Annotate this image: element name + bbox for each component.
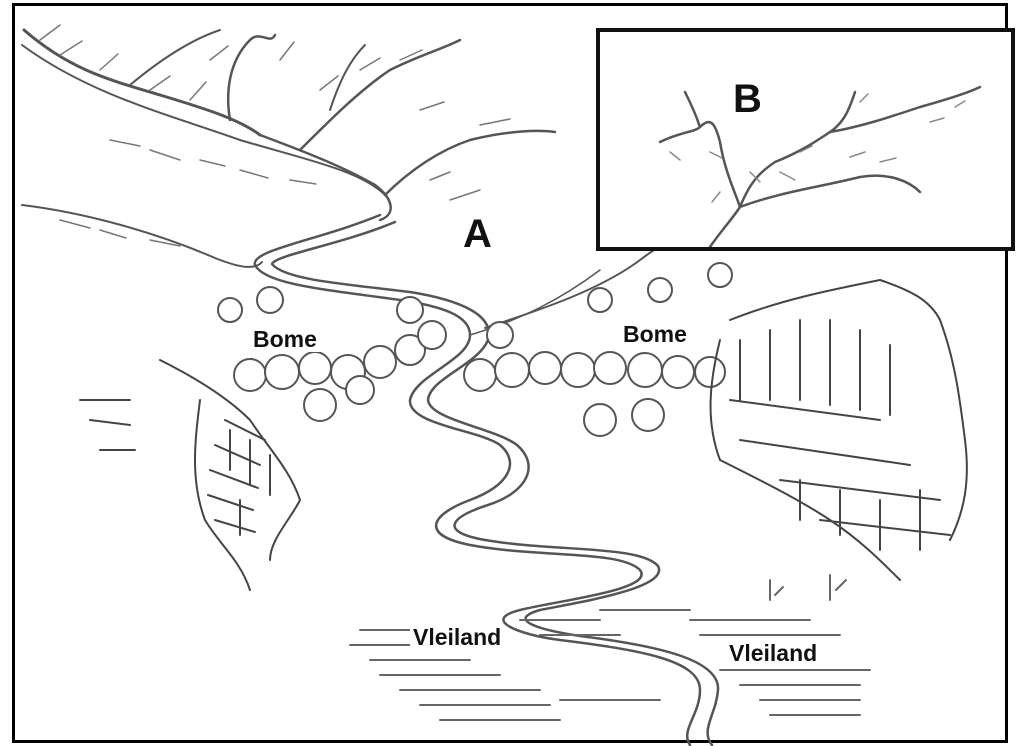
- tributary: [260, 135, 391, 220]
- upper-slope-line: [22, 205, 262, 267]
- inset-box: [596, 28, 1015, 251]
- label-trees-right: Bome: [620, 321, 690, 347]
- label-trees-left: Bome: [250, 326, 320, 352]
- cliff-right: [711, 280, 967, 580]
- tributary: [228, 35, 275, 120]
- upper-slope-line: [470, 270, 600, 335]
- cliff-left: [80, 360, 300, 590]
- tributary: [130, 30, 220, 85]
- label-marsh-right: Vleiland: [726, 640, 820, 666]
- label-b: B: [733, 77, 763, 122]
- tree-cluster-left: [218, 287, 446, 421]
- river-bank: [272, 222, 718, 745]
- label-a: A: [463, 212, 493, 257]
- tributary: [24, 30, 260, 135]
- tributary: [385, 131, 555, 195]
- drainage-pattern-sketch: [600, 32, 1011, 247]
- label-marsh-left: Vleiland: [410, 624, 504, 650]
- river-bank: [255, 215, 700, 745]
- tributary: [300, 40, 460, 150]
- marsh-left: [350, 620, 660, 720]
- tree-cluster-right: [464, 263, 732, 436]
